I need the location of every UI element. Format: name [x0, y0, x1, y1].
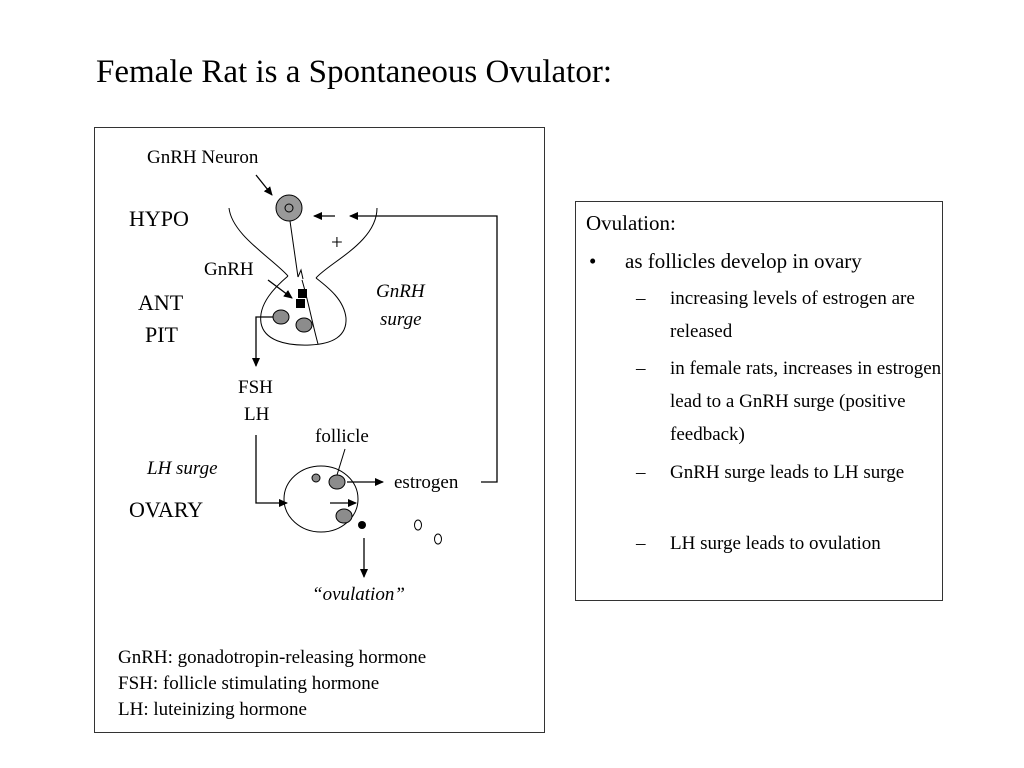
fsh-lh-to-ovary-arrow: [255, 435, 288, 507]
feedback-loop-arrow: [349, 212, 498, 483]
neuron-arrow: [255, 174, 273, 196]
developing-follicle: [328, 474, 346, 490]
follicle-pointer-line: [336, 448, 346, 476]
fsh-lh-release-arrow: [252, 316, 273, 367]
slide-title: Female Rat is a Spontaneous Ovulator:: [96, 54, 612, 90]
hypothalamus-right-wall: [315, 207, 378, 279]
small-follicle: [311, 473, 321, 483]
estrogen-label: estrogen: [394, 472, 459, 493]
gnrh-surge-label-line1: GnRH: [376, 281, 426, 302]
subitem-text: increasing levels of estrogen are releas…: [670, 288, 915, 342]
gnrh-neuron-nucleus: [284, 203, 294, 213]
subitem-text: GnRH surge leads to LH surge: [670, 462, 905, 483]
hypo-label: HYPO: [129, 206, 189, 231]
fsh-label: FSH: [238, 377, 273, 398]
diagram-panel: [94, 127, 545, 733]
ovary-label: OVARY: [129, 497, 203, 522]
released-ovum: [358, 521, 366, 529]
hypothalamus-left-wall: [228, 207, 289, 277]
textbox-heading: Ovulation:: [586, 211, 676, 235]
subitem-dash: –: [636, 462, 646, 483]
neuron-axon: [289, 220, 299, 278]
mature-follicle: [335, 508, 353, 524]
legend-lh: LH: luteinizing hormone: [118, 699, 307, 720]
gnrh-label: GnRH: [204, 259, 254, 280]
ovulation-textbox: [575, 201, 943, 601]
gnrh-neuron-label: GnRH Neuron: [147, 147, 259, 168]
subitem-dash: –: [636, 288, 646, 309]
pituitary-outline: [260, 275, 347, 346]
follicle-label: follicle: [315, 426, 369, 447]
pituitary-cell-1: [272, 309, 290, 325]
plus-sign: +: [331, 230, 343, 254]
ovary-outline: [283, 465, 359, 533]
ovulation-label: “ovulation”: [312, 584, 405, 605]
subitem-text: LH surge leads to ovulation: [670, 533, 881, 554]
subitem-dash: –: [636, 358, 646, 379]
gnrh-granule-2: [296, 299, 305, 308]
bullet-dot: •: [589, 249, 597, 273]
ant-pit-label-line2: PIT: [145, 322, 179, 347]
lh-surge-label: LH surge: [146, 458, 218, 479]
pituitary-stalk-line: [301, 279, 319, 345]
gnrh-surge-label-line2: surge: [380, 309, 422, 330]
subitem-text: in female rats, increases in estrogen le…: [670, 358, 942, 445]
axon-terminal: [297, 268, 304, 280]
ovum-outline-2: [434, 533, 442, 545]
pituitary-cell-2: [295, 317, 313, 333]
ant-pit-label-line1: ANT: [138, 290, 184, 315]
gnrh-arrow: [267, 279, 293, 299]
legend-fsh: FSH: follicle stimulating hormone: [118, 673, 380, 694]
abbreviation-legend: GnRH: gonadotropin-releasing hormone FSH…: [118, 645, 426, 723]
gnrh-granule-1: [298, 289, 307, 298]
legend-gnrh: GnRH: gonadotropin-releasing hormone: [118, 647, 427, 668]
gnrh-neuron-cell: [275, 194, 303, 222]
lh-label: LH: [244, 404, 270, 425]
bullet-text: as follicles develop in ovary: [625, 249, 862, 273]
ovum-outline-1: [414, 519, 422, 531]
subitem-dash: –: [636, 533, 646, 554]
